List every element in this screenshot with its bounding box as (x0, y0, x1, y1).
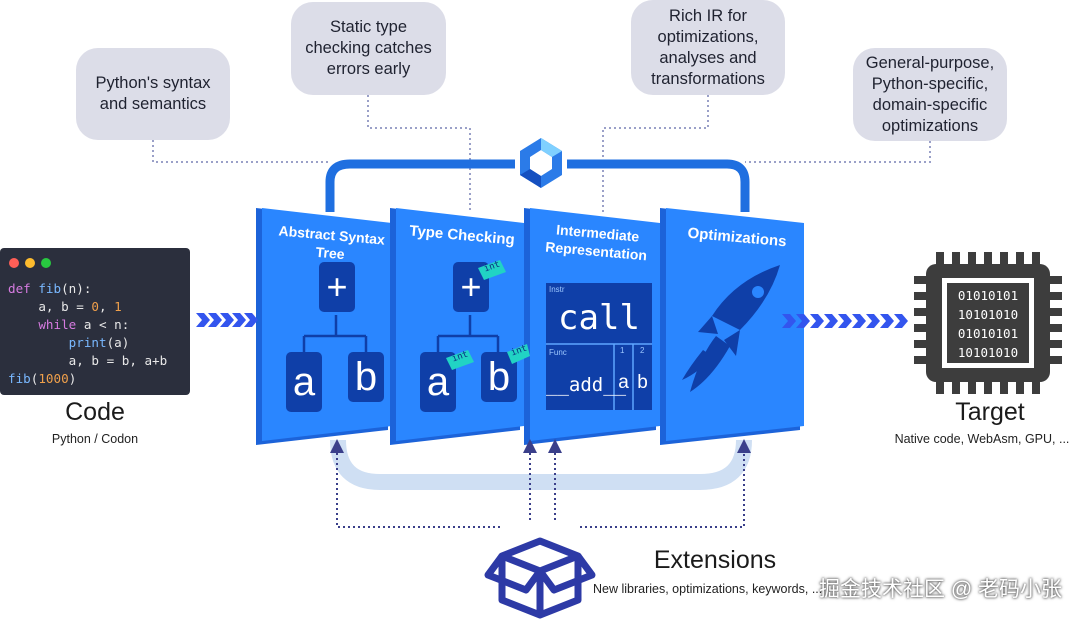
extension-connectors (330, 439, 751, 528)
chip-bits-row: 10101010 (957, 307, 1019, 322)
code-line: def fib(n): (8, 281, 92, 296)
types-tree (436, 315, 500, 352)
ast-b-node (348, 352, 384, 402)
bubble-optimizations: General-purpose, Python-specific, domain… (853, 48, 1007, 141)
ast-b-label: b (354, 355, 378, 399)
target-title: Target (955, 398, 1025, 426)
ir-instr-label: Instr (549, 285, 565, 294)
extensions-title: Extensions (653, 546, 777, 574)
window-maximize-dot (41, 258, 51, 268)
ir-table (546, 283, 652, 410)
code-line: a, b = 0, 1 (8, 299, 122, 314)
ast-plus-label: + (326, 266, 348, 307)
ir-arg2-index: 2 (640, 346, 645, 355)
code-title: Code (65, 398, 125, 426)
ir-arg1-index: 1 (620, 346, 625, 355)
code-line: fib(1000) (8, 371, 77, 386)
bubble-connectors (152, 95, 931, 213)
box-icon (484, 537, 596, 619)
types-b-node (481, 352, 517, 402)
bubble-static-typing: Static type checking catches errors earl… (291, 2, 446, 95)
bubble-syntax: Python's syntax and semantics (76, 48, 230, 140)
int-tags (446, 260, 530, 370)
chip-bits-row: 01010101 (957, 288, 1019, 303)
ir-call-label: call (558, 298, 640, 338)
target-subtitle: Native code, WebAsm, GPU, ... (894, 432, 1070, 446)
bubble-syntax-text: Python's syntax and semantics (95, 74, 211, 113)
types-plus-node (453, 262, 489, 312)
code-line: while a < n: (38, 317, 130, 332)
ir-arg2: b (637, 372, 648, 393)
ast-tree (302, 315, 368, 352)
chip-bits-row: 10101010 (957, 345, 1019, 360)
output-chevrons (782, 314, 908, 328)
ast-plus-node (319, 262, 355, 312)
feedback-arc (330, 439, 752, 490)
types-a-label: a (426, 360, 450, 404)
chip-bits: 01010101 10101010 01010101 10101010 (947, 286, 1029, 362)
input-chevrons (196, 313, 258, 327)
bubble-optimizations-text: General-purpose, Python-specific, domain… (865, 53, 995, 135)
code-line: a, b = b, a+b (8, 353, 168, 368)
bubble-rich-ir-text: Rich IR for optimizations, analyses and … (651, 6, 765, 88)
code-line: print(a) (68, 335, 130, 350)
ast-a-label: a (292, 360, 316, 404)
ir-func-label: Func (549, 348, 567, 357)
types-b-label: b (487, 355, 511, 399)
code-block: def fib(n): a, b = 0, 1 while a < n: pri… (8, 280, 167, 388)
chip-icon (914, 252, 1062, 394)
bubble-rich-ir: Rich IR for optimizations, analyses and … (631, 0, 785, 95)
rocket-icon (682, 265, 780, 392)
types-plus-label: + (460, 266, 482, 307)
bubble-static-typing-text: Static type checking catches errors earl… (305, 18, 432, 78)
codon-logo-icon (515, 133, 567, 193)
watermark: 掘金技术社区 @ 老码小张 (819, 578, 1062, 601)
ir-func-name: __add__ (546, 374, 627, 396)
ast-a-node (286, 352, 322, 412)
extensions-subtitle: New libraries, optimizations, keywords, … (593, 582, 823, 596)
code-subtitle: Python / Codon (51, 432, 139, 446)
chip-bits-row: 01010101 (957, 326, 1019, 341)
ir-arg1: a (618, 372, 629, 393)
code-editor: def fib(n): a, b = 0, 1 while a < n: pri… (0, 248, 190, 395)
types-a-node (420, 352, 456, 412)
window-close-dot (9, 258, 19, 268)
window-minimize-dot (25, 258, 35, 268)
